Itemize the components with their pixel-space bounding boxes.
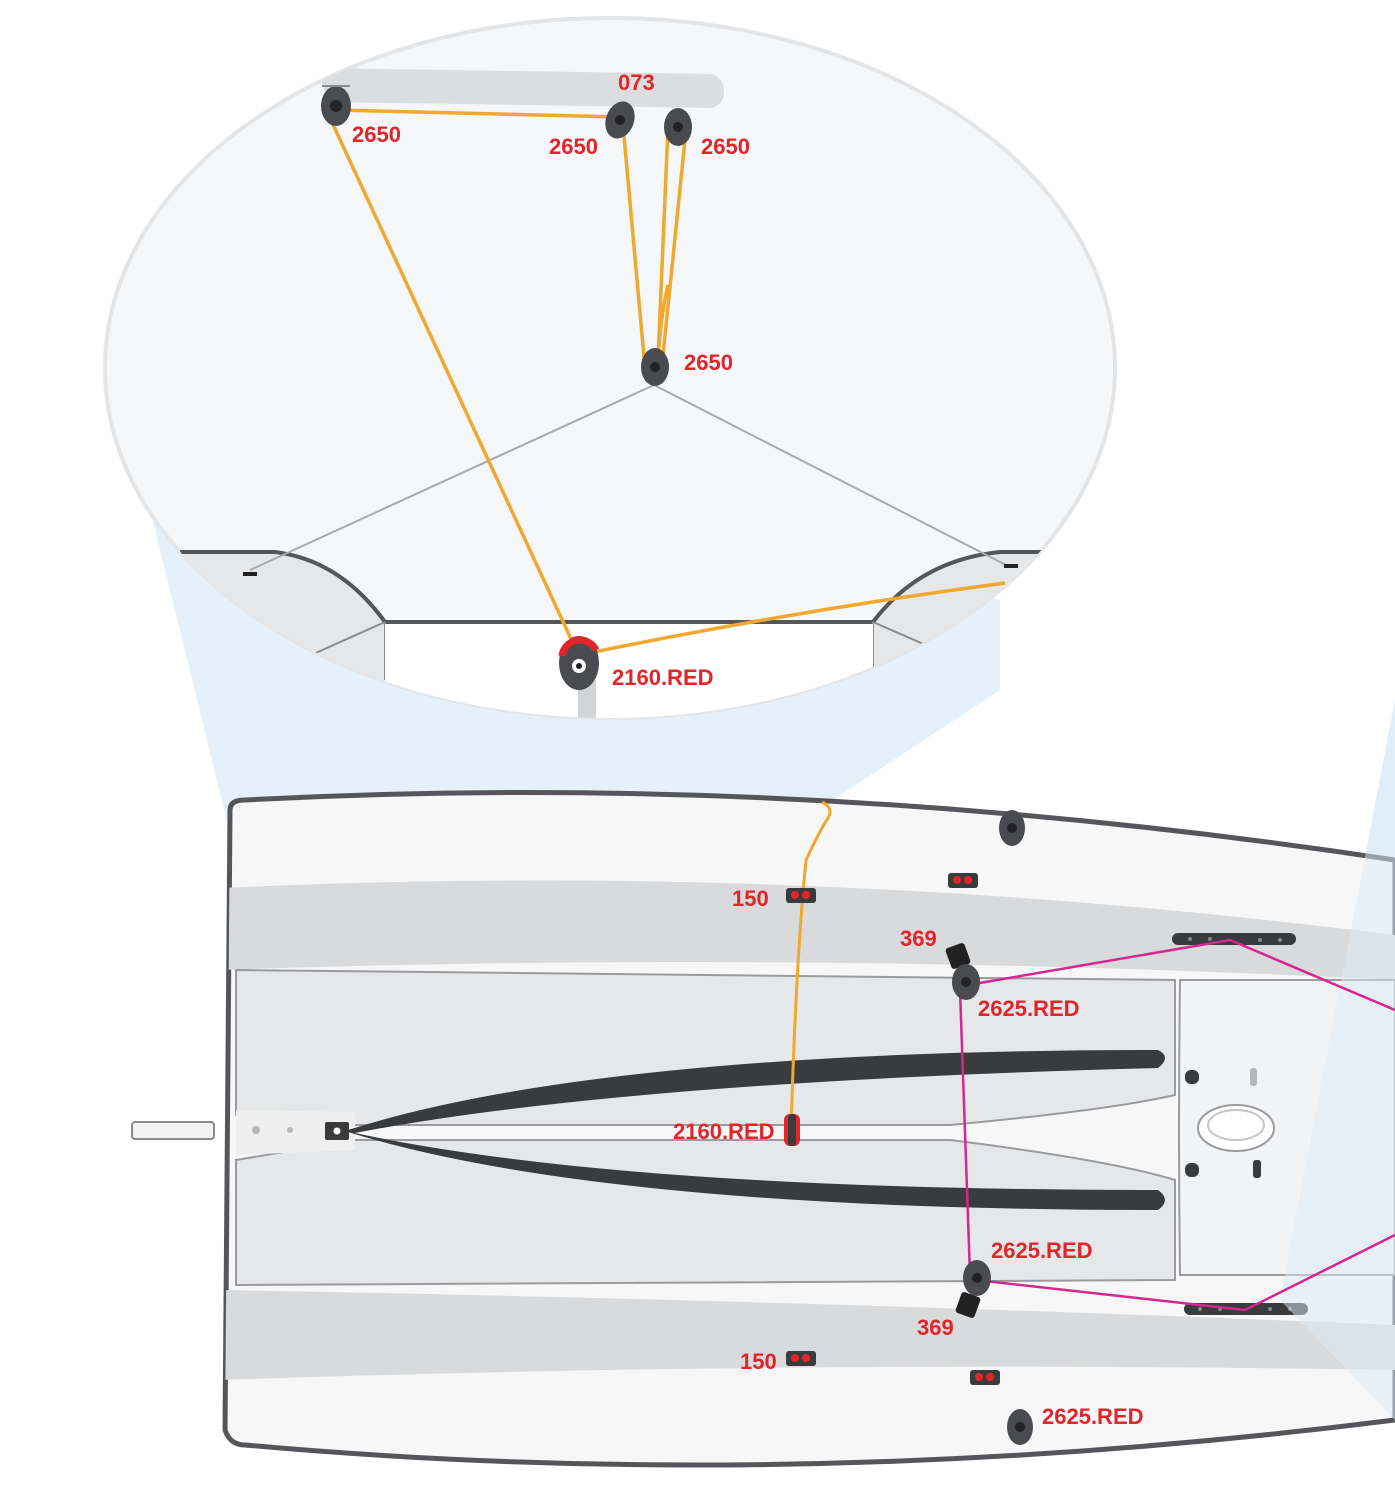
fairlead-icon <box>948 873 978 888</box>
ratchet-block-icon <box>784 1114 800 1146</box>
block-icon <box>1007 1409 1033 1445</box>
deck-track-icon <box>1172 933 1296 945</box>
block-icon <box>664 108 692 146</box>
cam-cleat-icon <box>955 1292 981 1318</box>
block-icon <box>605 101 635 139</box>
boom <box>315 68 724 108</box>
fairlead-icon <box>786 1351 816 1366</box>
cunningham-line <box>958 938 1395 1312</box>
label-fairlead-bottom: 150 <box>740 1349 777 1374</box>
block-icon <box>999 810 1025 846</box>
block-icon <box>321 85 351 126</box>
label-block-boom-aft: 2650 <box>352 122 401 147</box>
label-block-boom-mid-left: 2650 <box>549 134 598 159</box>
block-icon <box>963 1260 991 1296</box>
label-fairlead-top: 150 <box>732 886 769 911</box>
detail-view: 073 2650 2650 2650 2650 2160.RED <box>103 16 1117 720</box>
cam-cleat-icon <box>945 943 971 969</box>
block-icon <box>952 964 980 1000</box>
label-boom-end: 073 <box>618 70 655 95</box>
ratchet-block-icon <box>558 636 600 690</box>
label-ratchet-floor: 2160.RED <box>673 1119 775 1144</box>
bailer-icon <box>1197 1104 1275 1152</box>
label-block-bottom: 2625.RED <box>991 1238 1093 1263</box>
label-block-top: 2625.RED <box>978 996 1080 1021</box>
label-block-side: 2625.RED <box>1042 1404 1144 1429</box>
mainsheet-line-deck <box>789 800 832 1131</box>
bow-fitting <box>131 1121 215 1140</box>
label-cleat-bottom: 369 <box>917 1315 954 1340</box>
fairlead-icon <box>970 1370 1000 1385</box>
label-cleat-top: 369 <box>900 926 937 951</box>
block-icon <box>641 348 669 386</box>
fairlead-icon <box>786 888 816 903</box>
label-block-boom-mid-right: 2650 <box>701 134 750 159</box>
label-block-bridle: 2650 <box>684 350 733 375</box>
label-ratchet-block: 2160.RED <box>612 665 714 690</box>
